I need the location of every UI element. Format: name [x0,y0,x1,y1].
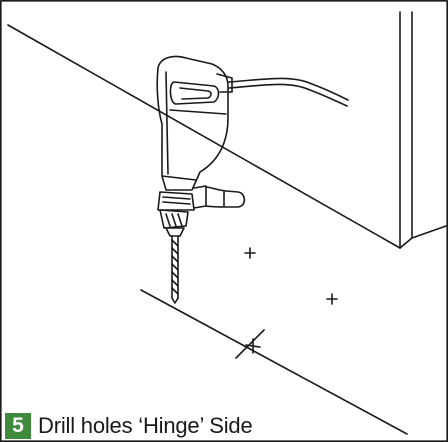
drill-mark-2 [326,293,338,305]
step-number-badge: 5 [5,413,31,439]
step-caption: 5 Drill holes ‘Hinge’ Side [5,412,253,440]
marking-line [140,289,408,435]
drill-mark-3 [235,329,265,359]
drill-mark-1 [244,247,256,259]
cabinet-wall [7,11,447,249]
step-instruction-text: Drill holes ‘Hinge’ Side [38,413,253,438]
power-drill-icon [156,55,349,304]
